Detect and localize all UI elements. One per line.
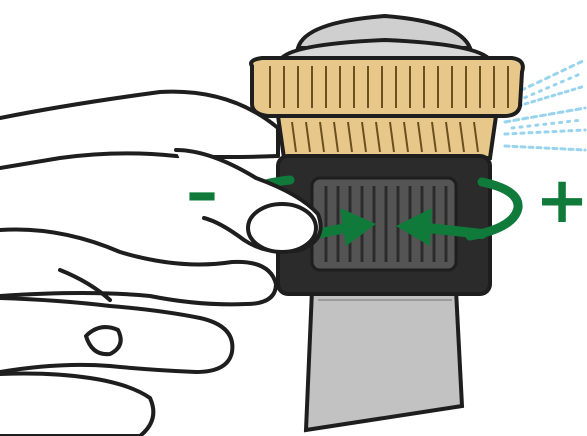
brass-ring-lower [278,116,496,158]
brass-ring-upper [251,58,523,116]
riser-pipe [306,290,462,430]
decrease-sign: – [186,156,218,230]
increase-sign: + [535,164,587,238]
hand-icon [0,92,321,436]
